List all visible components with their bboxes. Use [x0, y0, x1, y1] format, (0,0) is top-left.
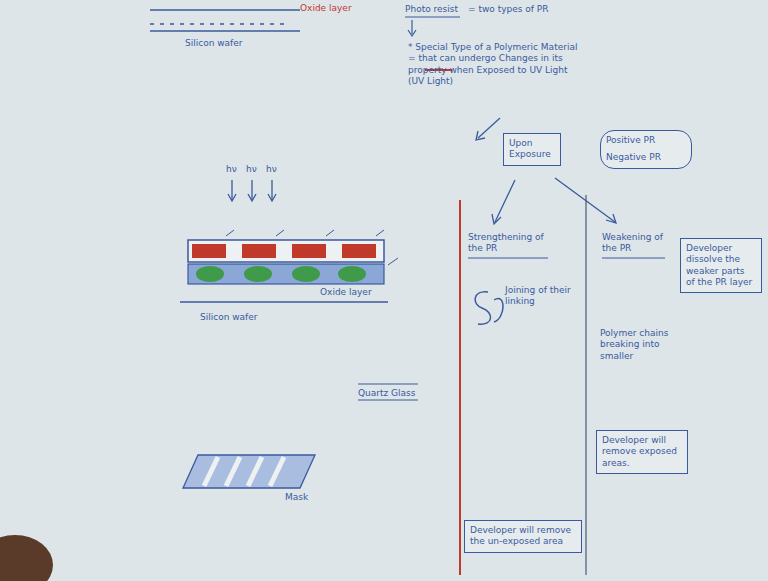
note-box: Positive PR Negative PR — [600, 130, 692, 169]
branch-arrow — [495, 180, 515, 222]
oxide-dashes — [150, 23, 285, 25]
arrow-head — [476, 131, 485, 140]
resist-layer — [188, 264, 384, 284]
hand — [0, 535, 53, 581]
wafer-line — [150, 30, 300, 32]
note-label: Oxide layer — [320, 287, 390, 298]
box-text: Negative PR — [606, 152, 686, 163]
note-box: Developer dissolve the weaker parts of t… — [680, 238, 762, 293]
box-text: Developer will remove the un-exposed are… — [470, 525, 576, 548]
layer-line — [150, 9, 300, 11]
note-label: Mask — [285, 492, 325, 503]
note-label: Polymer chains breaking into smaller — [600, 328, 680, 362]
note-label: Photo resist — [405, 4, 465, 15]
chain-symbol — [475, 292, 503, 324]
mask-ticks — [226, 230, 384, 236]
underline — [405, 17, 460, 18]
note-box: Upon Exposure — [503, 133, 561, 166]
note-label: hν — [226, 164, 242, 175]
leader — [388, 258, 398, 265]
note-label: Oxide layer — [300, 3, 370, 14]
underline — [468, 258, 548, 259]
down-arrow — [411, 20, 412, 34]
arrow-head — [606, 214, 616, 223]
arrow-head — [492, 214, 501, 224]
pointer-arrow — [478, 118, 500, 138]
divider — [585, 195, 586, 575]
note-label: = two types of PR — [468, 4, 578, 15]
box-text: Developer will remove exposed areas. — [602, 435, 682, 469]
wafer-line — [180, 301, 388, 303]
arrow-head — [408, 30, 416, 36]
box-text: Upon Exposure — [509, 138, 555, 161]
branch-arrow — [555, 178, 615, 222]
note-label: Strengthening of the PR — [468, 232, 553, 255]
underline — [602, 258, 665, 259]
box-text: Developer dissolve the weaker parts of t… — [686, 243, 756, 288]
note-label: * Special Type of a Polymeric Material =… — [408, 42, 583, 87]
note-label: Quartz Glass — [358, 388, 428, 399]
note-label: hν — [266, 164, 282, 175]
opaque-blocks — [192, 244, 376, 258]
note-label: Weakening of the PR — [602, 232, 672, 255]
divider — [459, 200, 461, 575]
mask-stripes — [204, 457, 284, 486]
underline — [358, 384, 418, 385]
mask-figure — [183, 455, 315, 488]
underline — [358, 400, 418, 401]
note-box: Developer will remove the un-exposed are… — [464, 520, 582, 553]
note-label: Silicon wafer — [200, 312, 280, 323]
note-label: Joining of their linking — [505, 285, 575, 308]
uv-arrows — [228, 180, 276, 201]
mask-layer — [188, 240, 384, 262]
note-label: hν — [246, 164, 262, 175]
note-box: Developer will remove exposed areas. — [596, 430, 688, 474]
box-text: Positive PR — [606, 135, 686, 146]
note-label: Silicon wafer — [185, 38, 265, 49]
exposed-areas — [196, 266, 366, 282]
